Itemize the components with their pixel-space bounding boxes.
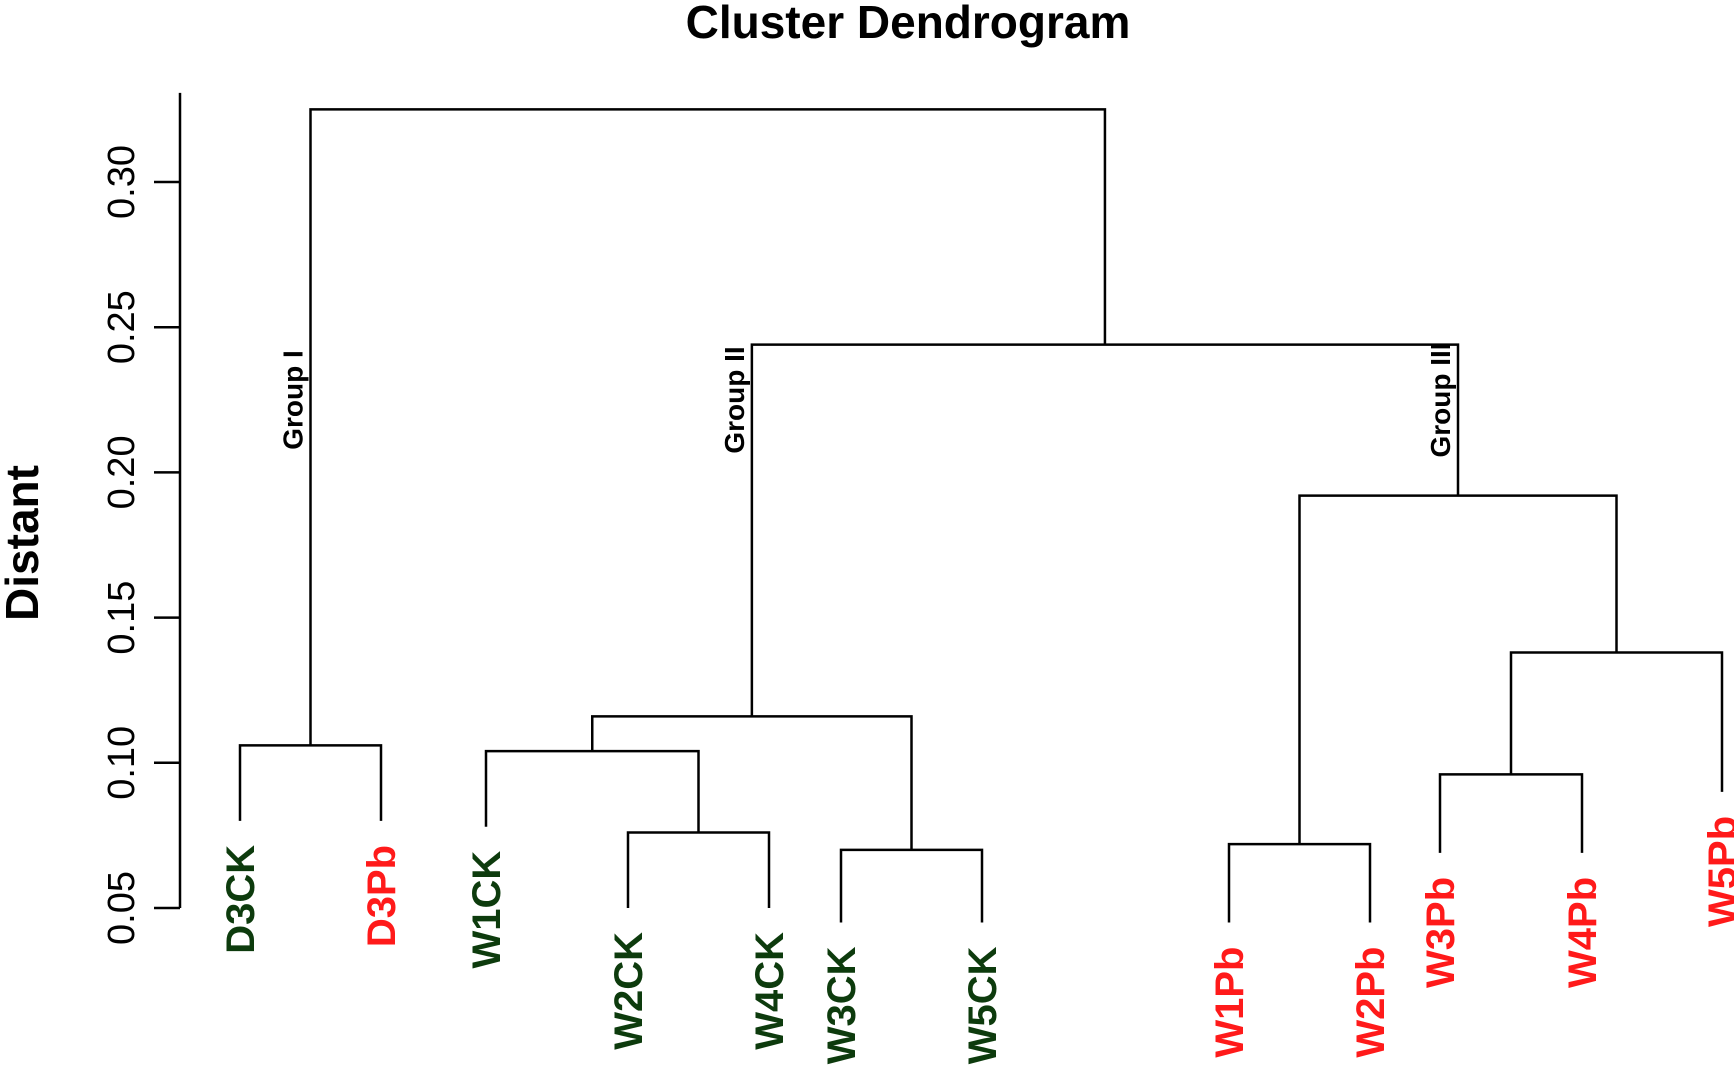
leaf-label: W5CK bbox=[961, 946, 1005, 1064]
y-axis-label: Distant bbox=[0, 465, 48, 621]
dendrogram-branch-m4 bbox=[839, 848, 984, 923]
dendrogram-branch-m10 bbox=[750, 343, 1460, 717]
chart-title: Cluster Dendrogram bbox=[686, 0, 1131, 48]
y-tick-label: 0.15 bbox=[101, 581, 143, 655]
group-label: Group III bbox=[1425, 342, 1456, 457]
leaf-label: W5Pb bbox=[1701, 816, 1734, 927]
dendrogram-branch-m5 bbox=[591, 715, 913, 850]
leaf-label: W1Pb bbox=[1208, 947, 1252, 1058]
leaf-label: D3CK bbox=[219, 845, 263, 954]
dendrogram-branch-m6 bbox=[1227, 842, 1372, 923]
leaf-label: W2CK bbox=[607, 932, 651, 1050]
dendrogram-branch-m9 bbox=[1298, 494, 1618, 845]
y-axis: 0.05 0.10 0.15 0.20 0.25 0.30 bbox=[101, 92, 182, 945]
dendrogram-branch-m2 bbox=[626, 831, 771, 908]
dendrogram-branch-m1 bbox=[238, 744, 383, 821]
y-tick-label: 0.30 bbox=[101, 145, 143, 219]
leaf-label: W4Pb bbox=[1561, 877, 1605, 988]
dendrogram-branch-m7 bbox=[1438, 773, 1584, 853]
dendrogram-branches bbox=[238, 108, 1724, 923]
group-labels: Group I Group II Group III bbox=[278, 342, 1457, 457]
group-label: Group II bbox=[719, 346, 750, 453]
group-label: Group I bbox=[278, 350, 309, 450]
leaf-label: W3CK bbox=[820, 946, 864, 1064]
y-tick-label: 0.25 bbox=[101, 290, 143, 364]
leaf-label: W2Pb bbox=[1349, 947, 1393, 1058]
leaf-labels: D3CK D3Pb W1CK W2CK W4CK W3CK W5CK W1Pb W2Pb W3Pb… bbox=[219, 816, 1734, 1064]
y-tick-label: 0.05 bbox=[101, 871, 143, 945]
y-tick-label: 0.10 bbox=[101, 726, 143, 800]
leaf-label: D3Pb bbox=[360, 845, 404, 947]
dendrogram-branch-m3 bbox=[484, 749, 700, 833]
leaf-label: W3Pb bbox=[1419, 877, 1463, 988]
dendrogram-branch-m11 bbox=[309, 108, 1107, 746]
leaf-label: W4CK bbox=[748, 932, 792, 1050]
dendrogram-branch-m8 bbox=[1509, 651, 1724, 792]
y-tick-label: 0.20 bbox=[101, 435, 143, 509]
leaf-label: W1CK bbox=[465, 851, 509, 969]
